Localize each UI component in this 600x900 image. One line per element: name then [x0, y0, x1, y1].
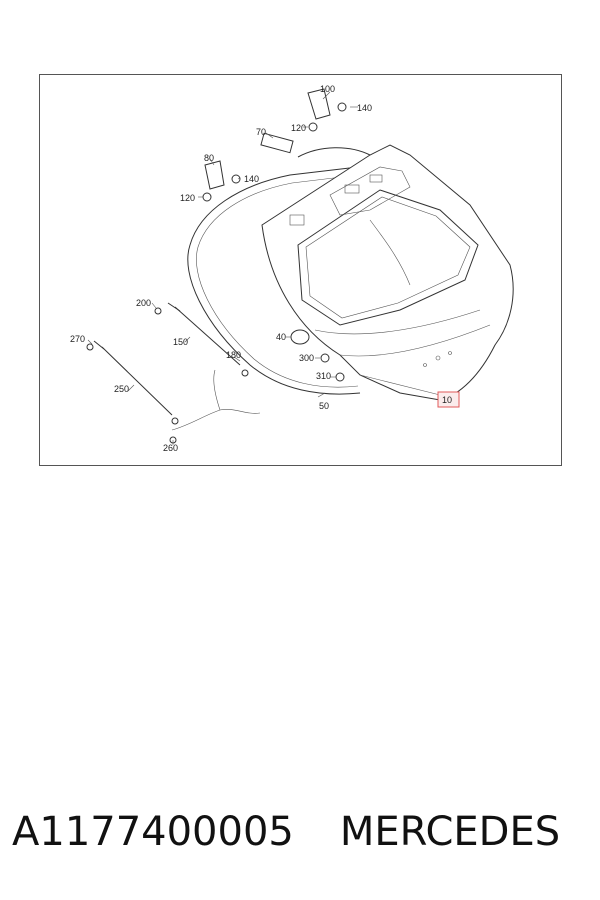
callout-260: 260 [163, 443, 178, 453]
cover-plate [260, 132, 294, 154]
callout-40: 40 [276, 332, 286, 342]
callout-50: 50 [319, 401, 329, 411]
part-number: A1177400005 [12, 809, 294, 855]
callout-150: 150 [173, 337, 188, 347]
gas-strut-150 [154, 302, 249, 377]
tailgate-panel [261, 144, 514, 401]
fastener-300 [320, 353, 330, 363]
gas-strut-250 [86, 340, 179, 425]
callout-270: 270 [70, 334, 85, 344]
callout-310: 310 [316, 371, 331, 381]
callout-10-highlight [437, 391, 460, 408]
callout-10: 10 [442, 395, 452, 405]
callout-140-left: 140 [244, 174, 259, 184]
callout-200: 200 [136, 298, 151, 308]
callout-100: 100 [320, 84, 335, 94]
part-caption: A1177400005 MERCEDES [12, 806, 592, 858]
callout-140-top: 140 [357, 103, 372, 113]
callout-70: 70 [256, 127, 266, 137]
tailgate-seal [187, 164, 376, 395]
callout-labels: 100 140 70 120 80 140 120 200 270 150 40… [70, 84, 460, 453]
hinge-left [202, 160, 241, 202]
parts-diagram: 100 140 70 120 80 140 120 200 270 150 40… [39, 74, 562, 466]
callout-180: 180 [226, 350, 241, 360]
callout-300: 300 [299, 353, 314, 363]
callout-80: 80 [204, 153, 214, 163]
callout-120-top: 120 [291, 123, 306, 133]
fastener-310 [335, 372, 345, 382]
brand-name: MERCEDES [339, 809, 561, 855]
hinge-top [297, 88, 371, 158]
callout-250: 250 [114, 384, 129, 394]
emblem-cutout [290, 329, 310, 345]
callout-120-left: 120 [180, 193, 195, 203]
diagram-canvas: 100 140 70 120 80 140 120 200 270 150 40… [70, 84, 514, 453]
wiring-harness [169, 369, 261, 444]
